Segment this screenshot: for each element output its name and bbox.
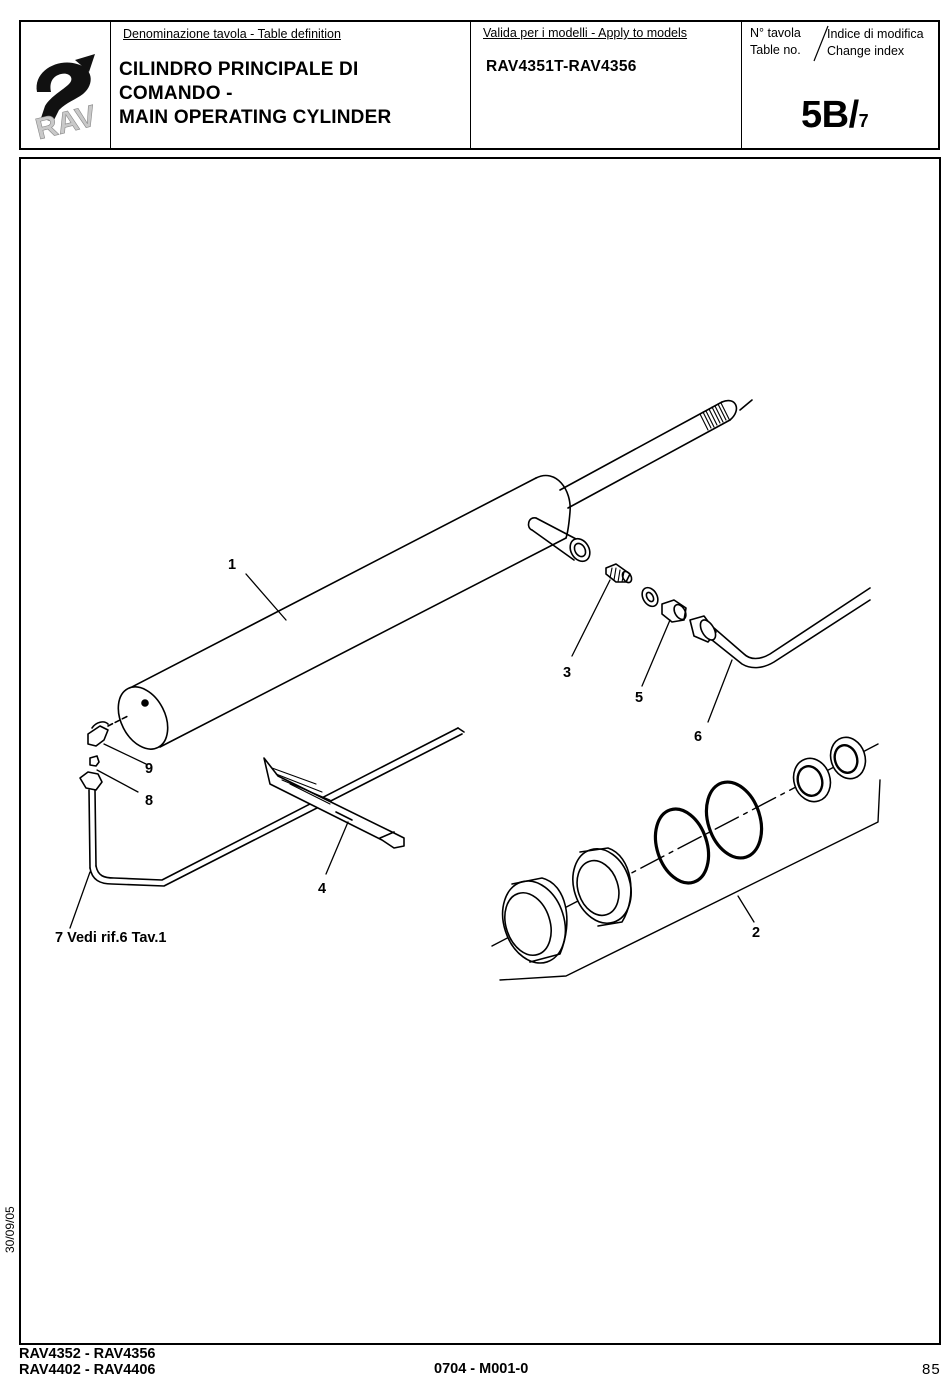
- document-code: 0704 - M001-0: [434, 1361, 529, 1377]
- print-date: 30/09/05: [3, 1206, 17, 1253]
- hydraulic-pipe: [689, 587, 871, 723]
- callout-4: 4: [318, 881, 326, 897]
- table-title: CILINDRO PRINCIPALE DI COMANDO - MAIN OP…: [119, 58, 391, 130]
- change-index-label-en: Change index: [827, 44, 905, 58]
- callout-1: 1: [228, 557, 236, 573]
- title-line: MAIN OPERATING CYLINDER: [119, 107, 392, 128]
- table-number-block: 5B/7: [801, 94, 869, 137]
- footer-models: RAV4352 - RAV4356 RAV4402 - RAV4406: [19, 1346, 155, 1378]
- page-number: 85: [922, 1361, 941, 1378]
- table-no-label-it: N° tavola: [750, 26, 801, 40]
- drawing-frame: [19, 157, 941, 1345]
- title-line: CILINDRO PRINCIPALE DI: [119, 59, 359, 80]
- seal-kit: [491, 736, 881, 981]
- models-list: RAV4351T-RAV4356: [486, 58, 637, 75]
- title-line: COMANDO -: [119, 83, 233, 104]
- callout-7: 7 Vedi rif.6 Tav.1: [55, 930, 167, 946]
- callout-8: 8: [145, 793, 153, 809]
- header-divider: [110, 22, 111, 148]
- table-definition-label: Denominazione tavola - Table definition: [123, 27, 341, 41]
- callout-9: 9: [145, 761, 153, 777]
- rav-logo: RAV: [32, 54, 100, 144]
- pipe-clip: [263, 757, 405, 875]
- small-nut: [89, 755, 139, 793]
- table-no-label-en: Table no.: [750, 43, 801, 57]
- callout-5: 5: [635, 690, 643, 706]
- union-with-washer: [641, 586, 687, 687]
- nozzle-fitting: [571, 563, 633, 657]
- footer-models-line: RAV4352 - RAV4356: [19, 1346, 156, 1362]
- callout-2: 2: [752, 925, 760, 941]
- label-slash: [813, 25, 829, 62]
- apply-to-models-label: Valida per i modelli - Apply to models: [483, 26, 688, 40]
- main-cylinder: [117, 399, 753, 750]
- change-index-value: 7: [858, 111, 869, 131]
- callout-3: 3: [563, 665, 571, 681]
- footer-models-line: RAV4402 - RAV4406: [19, 1362, 156, 1378]
- header-table: RAV Denominazione tavola - Table definit…: [19, 20, 940, 150]
- header-divider: [470, 22, 471, 148]
- header-divider: [741, 22, 742, 148]
- callout-6: 6: [694, 729, 702, 745]
- table-number: 5B/: [801, 94, 859, 136]
- change-index-label-it: Indice di modifica: [827, 27, 924, 41]
- elbow-fitting: [87, 715, 147, 765]
- brake-pipe: [69, 727, 465, 929]
